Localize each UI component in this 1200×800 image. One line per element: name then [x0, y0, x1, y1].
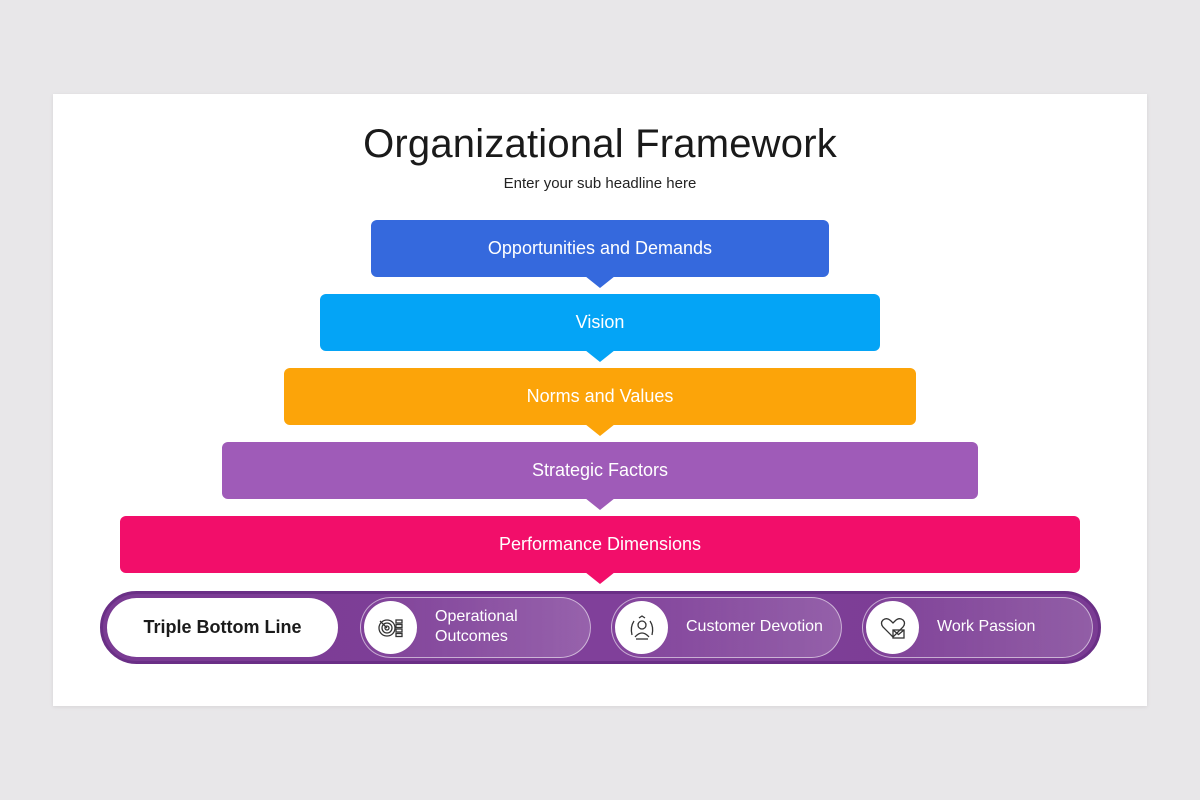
down-pointer-icon [585, 572, 615, 584]
outcome-pill-customer-devotion: Customer Devotion [611, 597, 842, 658]
heart-mail-icon [880, 617, 905, 639]
icon-circle [866, 601, 919, 654]
triple-bottom-line-label: Triple Bottom Line [107, 598, 338, 657]
target-chart-icon [377, 618, 403, 637]
down-pointer-icon [585, 276, 615, 288]
icon-circle [364, 601, 417, 654]
tier-label: Norms and Values [526, 386, 674, 406]
icon-circle [615, 601, 668, 654]
outcome-pill-label: Work Passion [937, 618, 1036, 635]
outcome-pill-label: Customer Devotion [686, 618, 823, 635]
tier-label: Opportunities and Demands [487, 238, 713, 258]
tier-label: Performance Dimensions [498, 534, 702, 554]
outcome-pill-label: Operational Outcomes [435, 608, 518, 645]
outcome-pill-work-passion: Work Passion [862, 597, 1093, 658]
tier-opportunities-and-demands: Opportunities and Demands [371, 220, 829, 288]
tier-performance-dimensions: Performance Dimensions [120, 516, 1080, 584]
outcome-pill-operational-outcomes: Operational Outcomes [360, 597, 591, 658]
page-title: Organizational Framework [363, 122, 837, 166]
down-pointer-icon [585, 498, 615, 510]
down-pointer-icon [585, 424, 615, 436]
tier-strategic-factors: Strategic Factors [222, 442, 978, 510]
customer-award-icon [630, 614, 653, 640]
tier-norms-and-values: Norms and Values [284, 368, 916, 436]
tier-vision: Vision [320, 294, 880, 362]
tier-label: Strategic Factors [531, 460, 669, 480]
tier-label: Vision [575, 312, 625, 332]
down-pointer-icon [585, 350, 615, 362]
page-subtitle: Enter your sub headline here [503, 175, 697, 192]
